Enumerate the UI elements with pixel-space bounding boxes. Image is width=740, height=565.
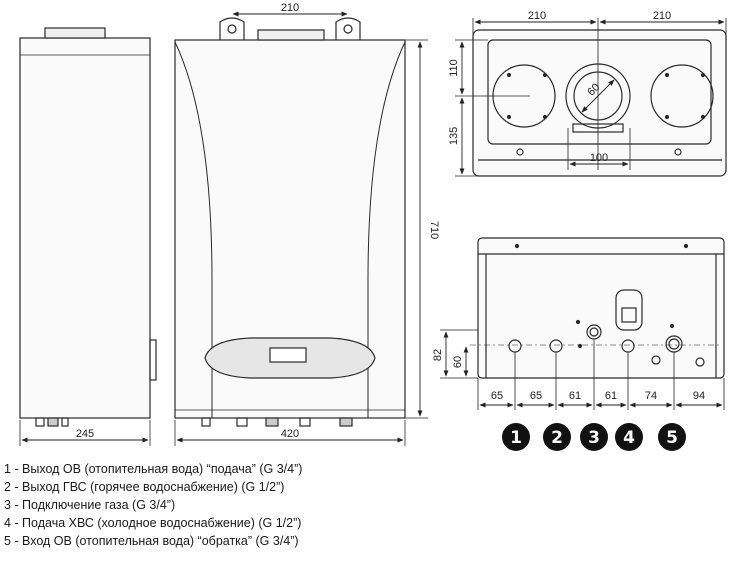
top-vertical-1-label: 110 (448, 59, 460, 77)
flue-diameter-dim-line (581, 79, 615, 113)
svg-text:1: 1 (510, 428, 522, 448)
connection-badge-5: 5 (658, 423, 686, 451)
legend-item-5: 5 - Вход ОВ (отопительная вода) “обратка… (4, 534, 299, 548)
connection-badge-2: 2 (543, 423, 571, 451)
bottom-vertical-1-label: 82 (432, 349, 444, 361)
connections-legend: 1 - Выход ОВ (отопительная вода) “подача… (4, 460, 734, 550)
top-right-label: 210 (653, 10, 671, 22)
connection-badge-3: 3 (580, 423, 608, 451)
boiler-dimension-drawing: 245 420 210 710 (19, 2, 727, 451)
bottom-spacing-label: 61 (605, 390, 617, 402)
legend-item-4: 4 - Подача ХВС (холодное водоснабжение) … (4, 516, 302, 530)
legend-item-1: 1 - Выход ОВ (отопительная вода) “подача… (4, 462, 303, 476)
front-top-spacing-label: 210 (281, 2, 299, 14)
bottom-spacing-label: 94 (693, 390, 705, 402)
bottom-spacing-label: 74 (645, 390, 657, 402)
bottom-spacing-label: 65 (491, 390, 503, 402)
front-width-label: 420 (281, 428, 299, 440)
top-vertical-2-label: 135 (448, 127, 460, 145)
legend-item-3: 3 - Подключение газа (G 3/4”) (4, 498, 176, 512)
front-view (174, 17, 406, 446)
legend-item-2: 2 - Выход ГВС (горячее водоснабжение) (G… (4, 480, 285, 494)
bottom-spacing-label: 61 (569, 390, 581, 402)
side-view (19, 27, 157, 446)
front-height-label: 710 (428, 221, 440, 239)
bottom-spacing-label: 65 (530, 390, 542, 402)
bottom-vertical-2-label: 60 (452, 356, 464, 368)
connection-badge-1: 1 (502, 423, 530, 451)
svg-text:2: 2 (551, 428, 563, 448)
connection-badge-4: 4 (615, 423, 643, 451)
svg-text:5: 5 (666, 428, 678, 448)
top-left-label: 210 (528, 10, 546, 22)
bottom-view (477, 237, 725, 379)
svg-text:4: 4 (623, 428, 635, 448)
flue-outer-label: 100 (590, 152, 608, 164)
side-depth-label: 245 (76, 428, 94, 440)
svg-text:3: 3 (588, 428, 600, 448)
